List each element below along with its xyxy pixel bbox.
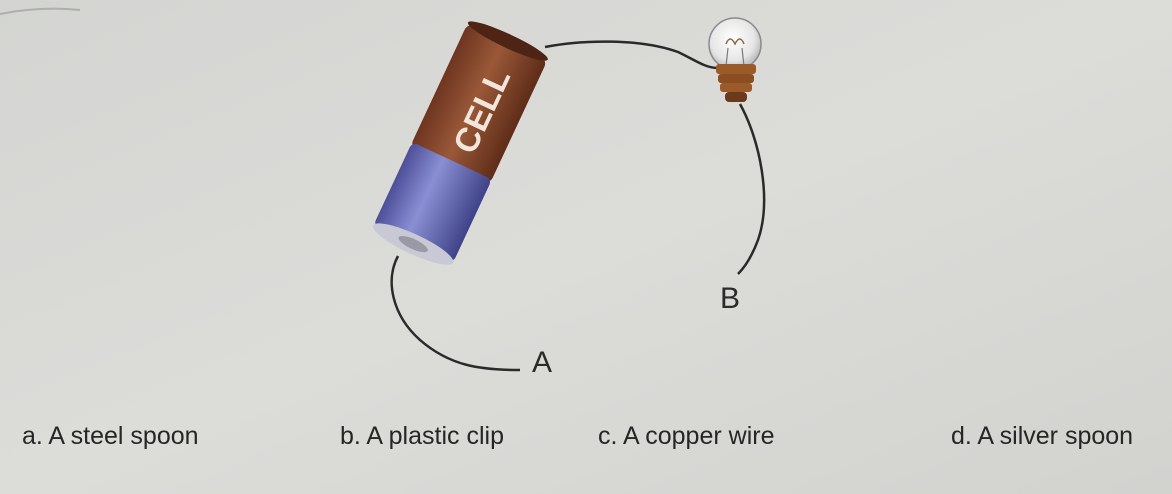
option-a[interactable]: a. A steel spoon — [22, 422, 199, 450]
option-b[interactable]: b. A plastic clip — [340, 422, 504, 450]
point-b-label: B — [720, 282, 741, 315]
option-d[interactable]: d. A silver spoon — [951, 422, 1134, 450]
bulb — [708, 17, 762, 102]
point-a-label: A — [532, 346, 553, 379]
wire-bulb-to-b — [737, 103, 766, 275]
option-c[interactable]: c. A copper wire — [598, 422, 775, 450]
wire-cell-to-bulb — [544, 40, 719, 70]
cell-battery — [373, 21, 548, 265]
wire-cell-to-a — [390, 255, 521, 372]
